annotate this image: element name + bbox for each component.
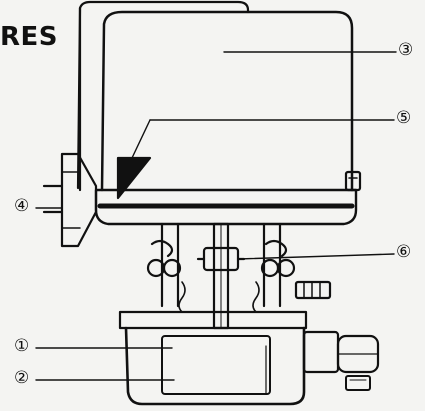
callout-4: ④	[14, 196, 30, 216]
main-cover	[100, 10, 354, 192]
callout-1: ①	[14, 336, 30, 356]
electrical-connector	[302, 330, 340, 374]
callout-2: ②	[14, 368, 30, 388]
side-bolt	[344, 170, 362, 192]
heading-fragment: RES	[0, 22, 59, 52]
callout-5: ⑤	[396, 108, 412, 128]
cable-gland	[294, 280, 332, 300]
position-indicator	[116, 156, 152, 200]
rear-housing-panel	[76, 0, 250, 190]
leader-line-6	[237, 253, 395, 260]
lower-housing-flange	[118, 310, 308, 330]
mounting-flange	[60, 152, 98, 248]
internal-module	[161, 335, 271, 395]
lower-housing	[124, 326, 306, 406]
callout-3: ③	[398, 40, 414, 60]
actuator-body	[94, 188, 358, 226]
callout-6: ⑥	[396, 242, 412, 262]
